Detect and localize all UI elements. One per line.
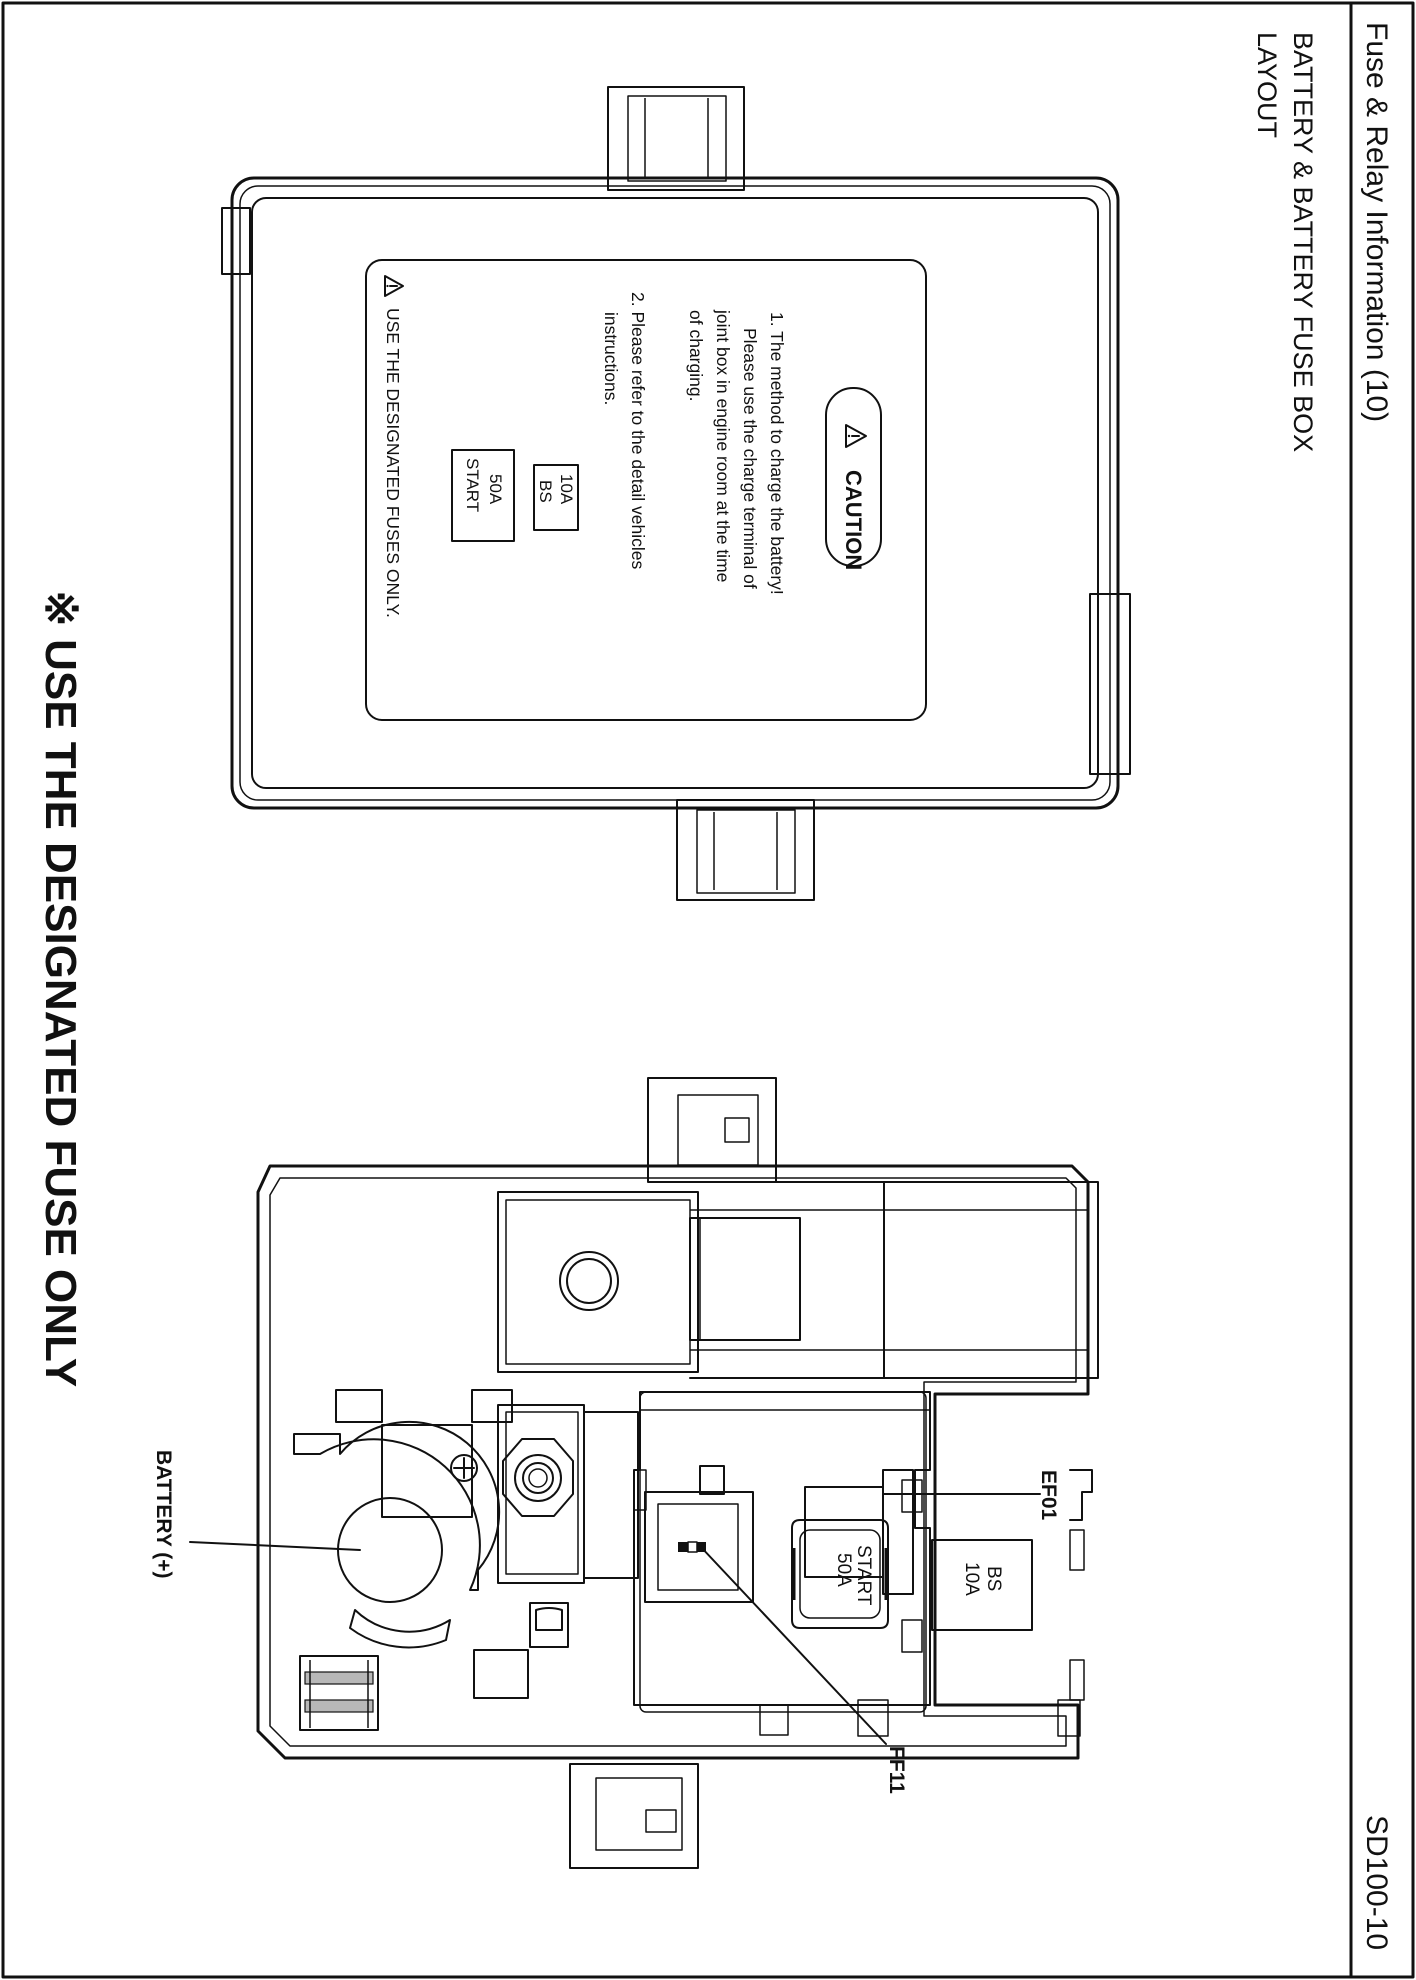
page-code: SD100-10: [1360, 1815, 1393, 1950]
label-ef01: EF01: [1037, 1470, 1060, 1521]
cover-fuse-bs-box: [533, 464, 579, 531]
battery-positive-post: [337, 1497, 443, 1603]
cover-fuse-bs-name: BS: [536, 480, 555, 503]
cover-fuse-bs-amp: 10A: [557, 474, 576, 505]
section-title: Fuse & Relay Information (10): [1360, 22, 1393, 422]
caution-label: [365, 259, 927, 721]
fuse-bs-10a: [931, 1539, 1033, 1631]
warning-triangle-icon: [384, 275, 404, 297]
fuse-bs-amp: 10A: [961, 1562, 982, 1596]
leader-ff11: [699, 1545, 887, 1745]
instruction-1-line3: joint box in engine room at the time: [713, 309, 733, 582]
instruction-1-line4: of charging.: [686, 310, 706, 401]
cover-warning-text: USE THE DESIGNATED FUSES ONLY.: [383, 308, 403, 618]
fuse-bs-label: BS: [983, 1566, 1004, 1591]
fuse-box-cover: CAUTION 1. The method to charge the batt…: [221, 86, 1131, 901]
leader-battery: [189, 1541, 361, 1551]
designated-fuse-notice: ※ USE THE DESIGNATED FUSE ONLY: [36, 590, 85, 1387]
cover-fuse-start-name: START: [463, 458, 482, 512]
fuse-start-label: START: [853, 1545, 874, 1606]
instruction-1-line2: Please use the charge terminal of: [740, 328, 760, 589]
label-battery-positive: BATTERY (+): [152, 1450, 175, 1579]
warning-triangle-icon: [845, 424, 867, 448]
diagram-title-line1: BATTERY & BATTERY FUSE BOX: [1288, 32, 1318, 452]
diagram-title-line2: LAYOUT: [1252, 32, 1282, 138]
label-ff11: FF11: [885, 1746, 908, 1794]
fuse-box-interior: BS START 50A BS 10A: [256, 1077, 1099, 1869]
instruction-1-line1: 1. The method to charge the battery!: [767, 312, 787, 595]
fuse-start-50a: [791, 1519, 889, 1629]
cover-fuse-start-amp: 50A: [486, 474, 505, 505]
instruction-2-line2: instructions.: [601, 312, 621, 405]
cover-fuse-start-box: [451, 449, 515, 542]
instruction-2-line1: 2. Please refer to the detail vehicles: [628, 292, 648, 569]
fuse-ef01: [882, 1469, 914, 1595]
fuse-start-amp: 50A: [833, 1553, 854, 1587]
caution-text: CAUTION: [841, 470, 866, 570]
caution-badge: [825, 387, 882, 567]
